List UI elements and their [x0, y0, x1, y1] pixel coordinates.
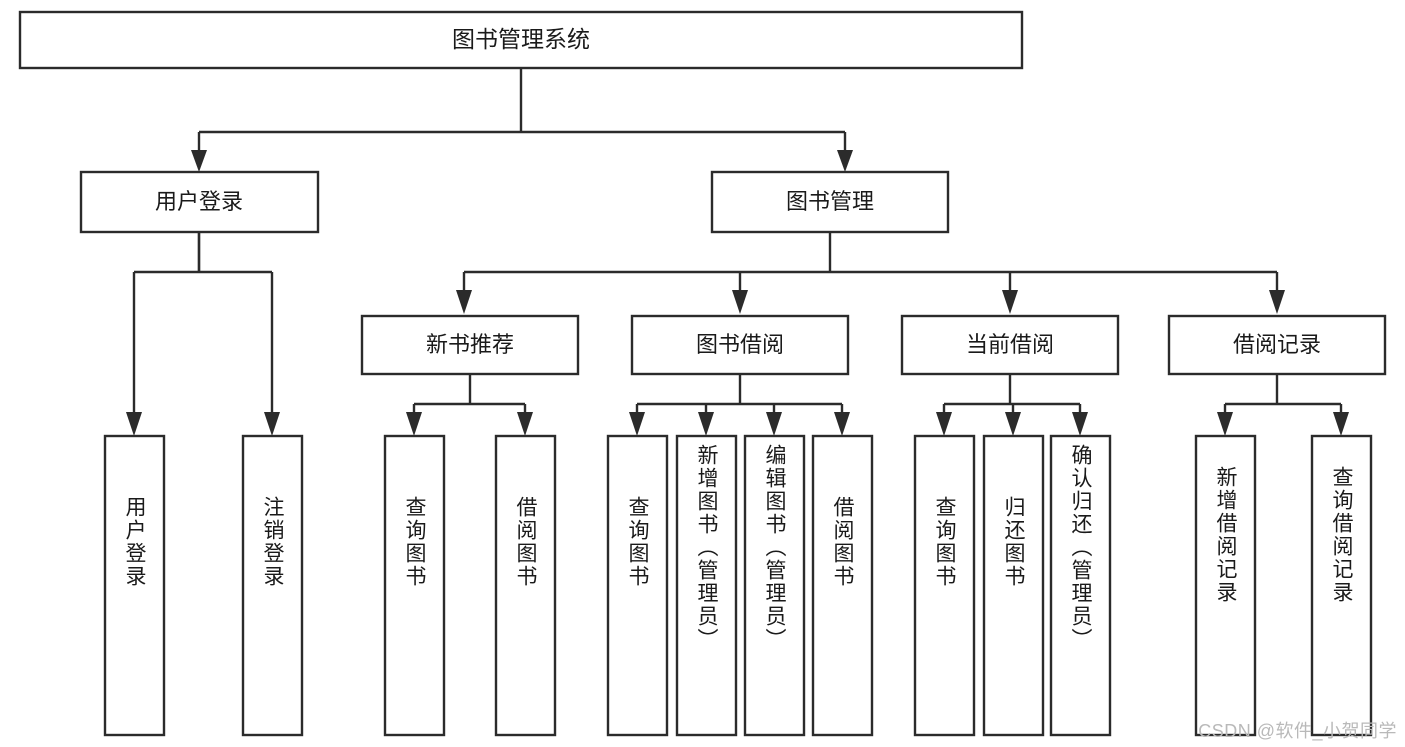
leaf-box-new-book-1[interactable] [494, 434, 557, 737]
connector-borrowrecord-to-leaves [1217, 374, 1349, 436]
csdn-watermark: CSDN @软件_小贺同学 [1198, 721, 1397, 741]
connector-bookborrow-to-leaves [629, 374, 850, 436]
connector-userlogin-to-leaves [126, 232, 280, 436]
node-user-login-label: 用户登录 [155, 189, 243, 214]
leaf-box-borrow-record-1[interactable] [1310, 434, 1373, 737]
node-book-borrow[interactable]: 图书借阅 [630, 314, 850, 376]
connector-bookmgmt-to-level2 [456, 232, 1285, 314]
connector-root-to-level1 [191, 68, 853, 172]
leaf-box-user-login-1[interactable] [241, 434, 304, 737]
leaf-box-current-borrow-2[interactable] [1049, 434, 1112, 737]
node-current-borrow-label: 当前借阅 [966, 332, 1054, 357]
leaf-box-new-book-0[interactable] [383, 434, 446, 737]
node-book-management[interactable]: 图书管理 [710, 170, 950, 234]
leaf-box-book-borrow-2[interactable] [743, 434, 806, 737]
node-book-borrow-label: 图书借阅 [696, 332, 784, 357]
leaf-box-current-borrow-0[interactable] [913, 434, 976, 737]
node-borrow-record-label: 借阅记录 [1233, 332, 1321, 357]
node-current-borrow[interactable]: 当前借阅 [900, 314, 1120, 376]
connector-newbook-to-leaves [406, 374, 533, 436]
leaf-box-current-borrow-1[interactable] [982, 434, 1045, 737]
leaf-box-book-borrow-0[interactable] [606, 434, 669, 737]
node-user-login[interactable]: 用户登录 [79, 170, 320, 234]
leaf-box-user-login-0[interactable] [103, 434, 166, 737]
leaf-box-borrow-record-0[interactable] [1194, 434, 1257, 737]
connector-currentborrow-to-leaves [936, 374, 1088, 436]
node-root-system[interactable]: 图书管理系统 [18, 10, 1024, 70]
leaf-box-book-borrow-3[interactable] [811, 434, 874, 737]
node-new-book-recommend[interactable]: 新书推荐 [360, 314, 580, 376]
node-book-management-label: 图书管理 [786, 189, 874, 214]
leaf-box-book-borrow-1[interactable] [675, 434, 738, 737]
node-borrow-record[interactable]: 借阅记录 [1167, 314, 1387, 376]
node-new-book-recommend-label: 新书推荐 [426, 332, 514, 357]
node-root-system-label: 图书管理系统 [452, 26, 590, 52]
